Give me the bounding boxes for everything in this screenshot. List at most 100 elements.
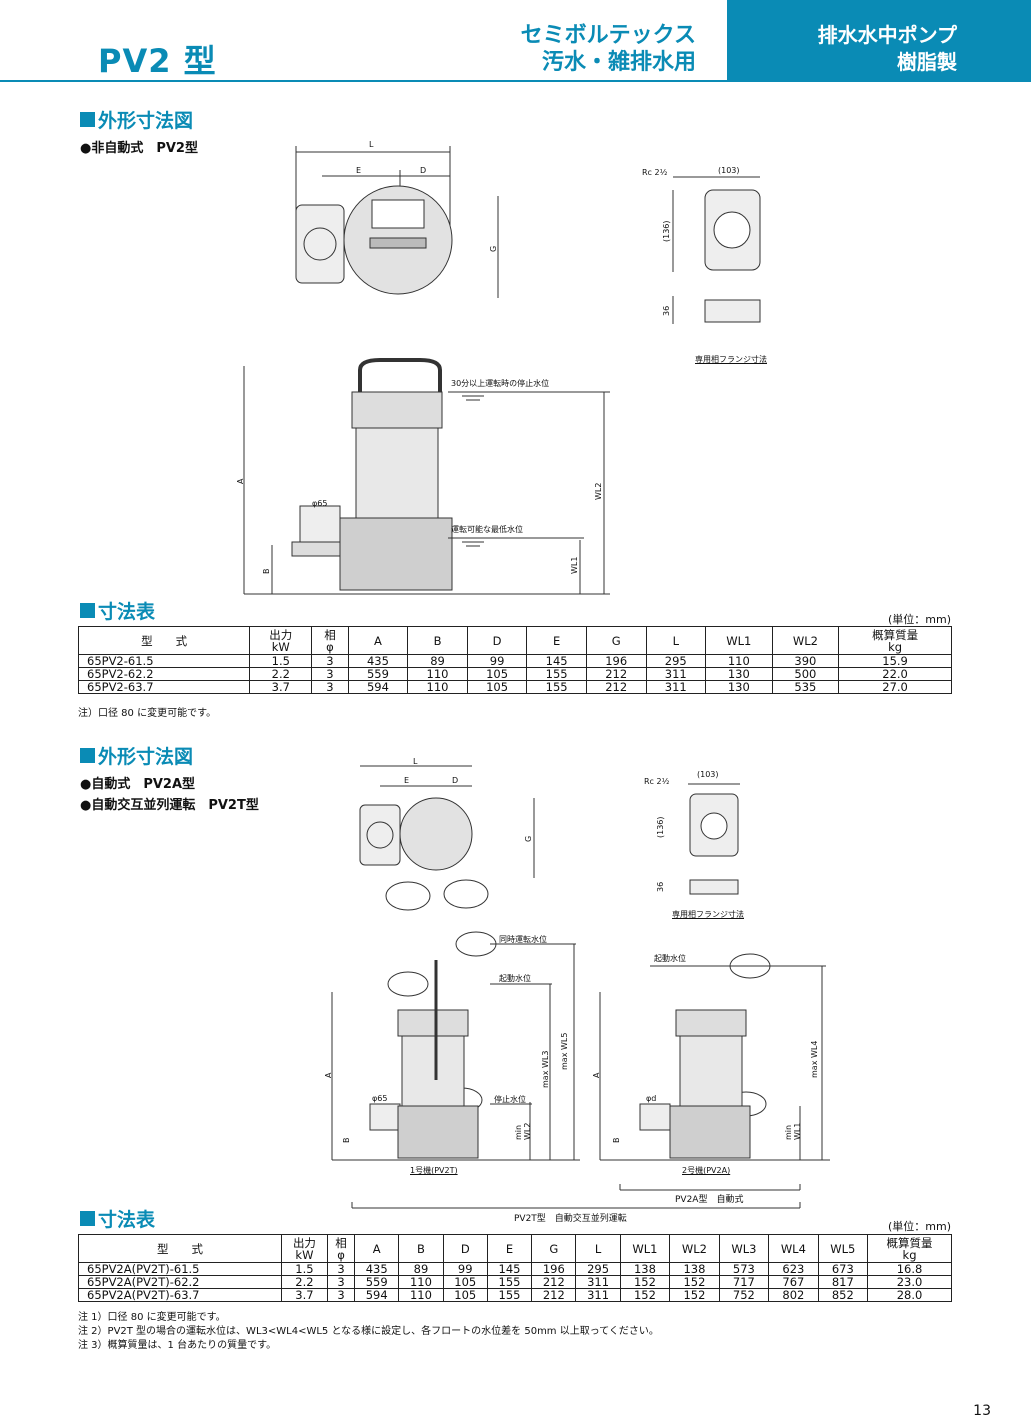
column-header: E [486, 1234, 533, 1263]
dim-D: D [420, 166, 427, 175]
dim-A-unit1: A [324, 1072, 333, 1078]
table-cell: 99 [442, 1262, 488, 1276]
simultaneous-level-label: 同時運転水位 [499, 935, 547, 944]
stop-level-label: 30分以上運転時の停止水位 [451, 379, 550, 388]
table-cell: 155 [486, 1275, 533, 1289]
table-cell: 212 [531, 1275, 577, 1289]
column-header: A [354, 1234, 400, 1263]
category-banner: 排水水中ポンプ樹脂製 [727, 0, 1031, 82]
table-cell: 817 [817, 1275, 869, 1289]
section-title-2: 外形寸法図 [80, 742, 193, 769]
dim-phid: φd [646, 1094, 657, 1103]
table-cell: 559 [354, 1275, 400, 1289]
table-cell: 196 [531, 1262, 577, 1276]
column-header: WL3 [718, 1234, 770, 1263]
table-cell: 65PV2A(PV2T)-61.5 [78, 1262, 282, 1276]
table-cell: 105 [442, 1288, 488, 1302]
column-header: E [526, 626, 587, 655]
table-cell: 3 [326, 1288, 356, 1302]
column-header: 出力 kW [280, 1234, 328, 1263]
table-cell: 3 [326, 1275, 356, 1289]
table-cell: 311 [645, 680, 707, 694]
table-cell: 152 [669, 1275, 720, 1289]
unit-label-2: (単位：mm) [887, 1220, 951, 1233]
dim-D-2: D [452, 776, 459, 785]
unit-label-1: (単位：mm) [887, 613, 951, 626]
table-cell: 390 [771, 654, 840, 668]
drawing-pv2 [243, 146, 761, 595]
column-header: 相 φ [311, 626, 349, 655]
start-level-label-1: 起動水位 [499, 974, 531, 983]
table-cell: 105 [442, 1275, 488, 1289]
column-header: WL5 [817, 1234, 869, 1263]
table1-note: 注）口径 80 に変更可能です。 [78, 708, 217, 719]
category-line2: 樹脂製 [897, 50, 957, 74]
dim-rc-2: Rc 2½ [644, 777, 670, 786]
column-header: G [585, 626, 647, 655]
table-cell: 802 [768, 1288, 819, 1302]
table-cell: 138 [619, 1262, 671, 1276]
header-subtitle: セミボルテックス汚水・雑排水用 [521, 22, 696, 76]
dim-G-2: G [524, 835, 533, 842]
column-header: B [407, 626, 468, 655]
model-bullet-pv2t: ●自動交互並列運転 PV2T型 [80, 798, 259, 813]
dim-minWL2: min WL2 [514, 1122, 532, 1140]
table-cell: 152 [669, 1288, 720, 1302]
dim-L: L [369, 140, 374, 149]
table-cell: 311 [575, 1288, 621, 1302]
table-cell: 28.0 [867, 1288, 952, 1302]
dim-36-2: 36 [656, 881, 665, 892]
section-title-1: 外形寸法図 [80, 106, 193, 133]
table-cell: 145 [486, 1262, 533, 1276]
column-header: 型 式 [77, 626, 251, 655]
section-title-table2: 寸法表 [80, 1205, 155, 1232]
table-cell: 89 [398, 1262, 444, 1276]
column-header: G [531, 1234, 577, 1263]
column-header: WL1 [705, 626, 773, 655]
table-cell: 3.7 [249, 680, 313, 694]
table-cell: 573 [718, 1262, 770, 1276]
column-header: L [645, 626, 707, 655]
table-cell: 500 [771, 667, 840, 681]
table-cell: 65PV2A(PV2T)-63.7 [78, 1288, 282, 1302]
dim-A-unit2: A [592, 1072, 601, 1078]
table-cell: 23.0 [867, 1275, 952, 1289]
column-header: D [442, 1234, 488, 1263]
dim-E-2: E [404, 776, 410, 785]
drawing-pv2a-pv2t [331, 765, 830, 1209]
dim-phi65: φ65 [312, 499, 328, 508]
start-level-label-2: 起動水位 [654, 954, 686, 963]
table-cell: 295 [575, 1262, 621, 1276]
column-header: WL2 [771, 626, 840, 655]
dim-phi65-2: φ65 [372, 1094, 388, 1103]
flange-caption-2: 専用相フランジ寸法 [672, 910, 744, 919]
model-bullet: ●非自動式 PV2型 [80, 141, 198, 156]
table-cell: 1.5 [280, 1262, 328, 1276]
table-cell: 138 [669, 1262, 720, 1276]
table-cell: 311 [575, 1275, 621, 1289]
note-1: 注 1）口径 80 に変更可能です。 [78, 1312, 226, 1323]
column-header: WL2 [669, 1234, 720, 1263]
column-header: 概算質量 kg [867, 1234, 952, 1263]
table-cell: 717 [718, 1275, 770, 1289]
flange-caption: 専用相フランジ寸法 [695, 355, 767, 364]
table-cell: 295 [645, 654, 707, 668]
page-number: 13 [973, 1403, 991, 1419]
dim-minWL1: min WL1 [784, 1122, 802, 1140]
table-cell: 3 [311, 680, 349, 694]
subtitle-line1: セミボルテックス [520, 23, 696, 48]
table-cell: 65PV2-62.2 [77, 667, 251, 681]
stop-level-label-2: 停止水位 [494, 1095, 526, 1104]
table2-notes: 注 1）口径 80 に変更可能です。 注 2）PV2T 型の場合の運転水位は、W… [78, 1311, 659, 1353]
model-title: PV2 型 [98, 42, 217, 80]
table-cell: 623 [768, 1262, 819, 1276]
note-2: 注 2）PV2T 型の場合の運転水位は、WL3<WL4<WL5 となる様に設定し… [78, 1326, 659, 1337]
table-cell: 65PV2-63.7 [77, 680, 251, 694]
dim-rc: Rc 2½ [642, 168, 668, 177]
